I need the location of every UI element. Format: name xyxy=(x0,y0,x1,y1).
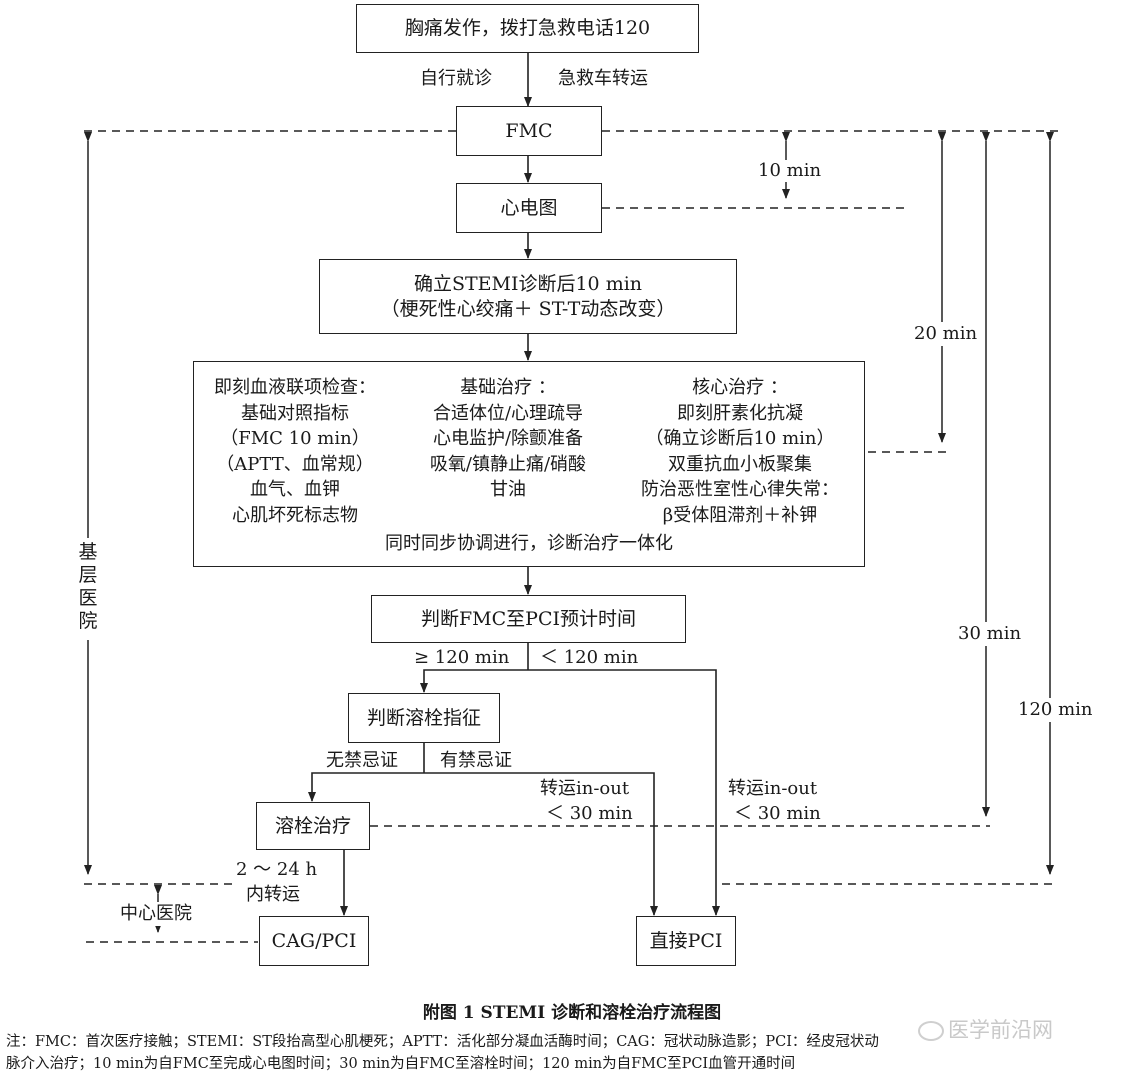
direct-pci-box: 直接PCI xyxy=(636,916,736,966)
judge-fmc-pci-box: 判断FMC至PCI预计时间 xyxy=(371,595,686,643)
diagnosis-line-1: 确立STEMI诊断后10 min xyxy=(413,272,643,295)
ecg-box: 心电图 xyxy=(456,183,602,233)
col2-line: 甘油 xyxy=(490,479,526,500)
bg-120min xyxy=(1016,698,1088,722)
bg-30min xyxy=(956,622,1018,646)
label-20min: 20 min xyxy=(914,323,978,344)
col3-line: 双重抗血小板聚集 xyxy=(668,453,812,475)
col3-line: 即刻肝素化抗凝 xyxy=(677,402,803,424)
label-lt120: ＜ 120 min xyxy=(540,647,639,668)
lysis-text: 溶栓治疗 xyxy=(274,814,351,837)
ambulance-label: 急救车转运 xyxy=(558,68,648,89)
col1-line: 即刻血液联项检查： xyxy=(214,377,376,398)
fmc-text: FMC xyxy=(505,119,553,142)
label-center-hospital: 中心医院 xyxy=(120,903,192,924)
fmc-box: FMC xyxy=(456,106,602,156)
col3-line: 防治恶性室性心律失常： xyxy=(641,479,839,500)
label-30min: 30 min xyxy=(958,623,1022,644)
label-120min: 120 min xyxy=(1018,699,1093,720)
bg-20min xyxy=(912,322,974,346)
label-transfer-within: 内转运 xyxy=(246,884,300,905)
label-primary-hospital: 基层医院 xyxy=(78,541,98,632)
col2-line: 基础治疗 ： xyxy=(460,377,556,398)
col2-line: 心电监护/除颤准备 xyxy=(432,428,584,449)
label-has-contra: 有禁忌证 xyxy=(440,750,512,771)
judge-lysis-text: 判断溶栓指征 xyxy=(366,706,481,729)
label-2-24h: 2 ～ 24 h xyxy=(236,859,318,880)
blood-tests-column: 即刻血液联项检查： 基础对照指标 （FMC 10 min） （APTT、血常规）… xyxy=(200,375,390,528)
arrow-to-direct-pci xyxy=(528,669,720,916)
arrow-contra-to-pci xyxy=(424,772,658,916)
label-transfer-2b: ＜ 30 min xyxy=(734,803,821,824)
col1-line: 血气、血钾 xyxy=(250,479,340,500)
bg-primary xyxy=(76,538,100,640)
label-ge120: ≥ 120 min xyxy=(414,647,510,668)
bg-10min xyxy=(756,160,820,182)
label-transfer-1a: 转运in-out xyxy=(540,778,630,799)
lysis-box: 溶栓治疗 xyxy=(256,802,370,850)
label-10min: 10 min xyxy=(758,160,822,181)
arrow-to-lysis-judge xyxy=(420,669,528,693)
col1-line: 心肌坏死标志物 xyxy=(232,504,358,526)
treatment-footer: 同时同步协调进行，诊断治疗一体化 xyxy=(385,533,673,554)
label-no-contra: 无禁忌证 xyxy=(326,750,398,771)
label-transfer-2a: 转运in-out xyxy=(728,778,818,799)
col1-line: 基础对照指标 xyxy=(241,402,349,424)
judge-fmc-pci-text: 判断FMC至PCI预计时间 xyxy=(420,607,636,630)
col1-line: （FMC 10 min） xyxy=(220,428,370,449)
treatment-box: 即刻血液联项检查： 基础对照指标 （FMC 10 min） （APTT、血常规）… xyxy=(193,361,865,567)
core-treatment-column: 核心治疗 ： 即刻肝素化抗凝 （确立诊断后10 min） 双重抗血小板聚集 防治… xyxy=(620,375,860,528)
diagnosis-box: 确立STEMI诊断后10 min （梗死性心绞痛＋ ST-T动态改变） xyxy=(319,259,737,334)
bg-center xyxy=(118,902,202,926)
basic-treatment-column: 基础治疗 ： 合适体位/心理疏导 心电监护/除颤准备 吸氧/镇静止痛/硝酸 甘油 xyxy=(408,375,608,503)
direct-pci-text: 直接PCI xyxy=(649,929,723,952)
col3-line: β受体阻滞剂＋补钾 xyxy=(662,504,818,526)
col2-line: 吸氧/镇静止痛/硝酸 xyxy=(429,453,587,475)
col1-line: （APTT、血常规） xyxy=(216,453,374,475)
note-line-2: 脉介入治疗；10 min为自FMC至完成心电图时间；30 min为自FMC至溶栓… xyxy=(6,1056,796,1072)
col3-line: 核心治疗 ： xyxy=(692,377,788,398)
watermark-logo-icon xyxy=(918,1021,944,1041)
col3-line: （确立诊断后10 min） xyxy=(645,428,835,449)
start-box: 胸痛发作，拨打急救电话120 xyxy=(356,4,699,53)
label-transfer-1b: ＜ 30 min xyxy=(546,803,633,824)
self-visit-label: 自行就诊 xyxy=(420,68,492,89)
watermark-text: 医学前沿网 xyxy=(948,1018,1053,1042)
diagnosis-line-2: （梗死性心绞痛＋ ST-T动态改变） xyxy=(380,297,676,320)
figure-caption: 附图 1 STEMI 诊断和溶栓治疗流程图 xyxy=(422,1003,722,1023)
start-text: 胸痛发作，拨打急救电话120 xyxy=(404,17,651,39)
col2-line: 合适体位/心理疏导 xyxy=(432,402,584,424)
watermark: 医学前沿网 xyxy=(918,1014,1053,1044)
note-line-1: 注：FMC：首次医疗接触；STEMI：ST段抬高型心肌梗死；APTT：活化部分凝… xyxy=(6,1034,879,1050)
judge-lysis-box: 判断溶栓指征 xyxy=(348,693,500,743)
cag-pci-text: CAG/PCI xyxy=(271,929,357,952)
arrow-to-lysis xyxy=(308,772,424,802)
ecg-text: 心电图 xyxy=(500,196,558,219)
cag-pci-box: CAG/PCI xyxy=(259,916,369,966)
